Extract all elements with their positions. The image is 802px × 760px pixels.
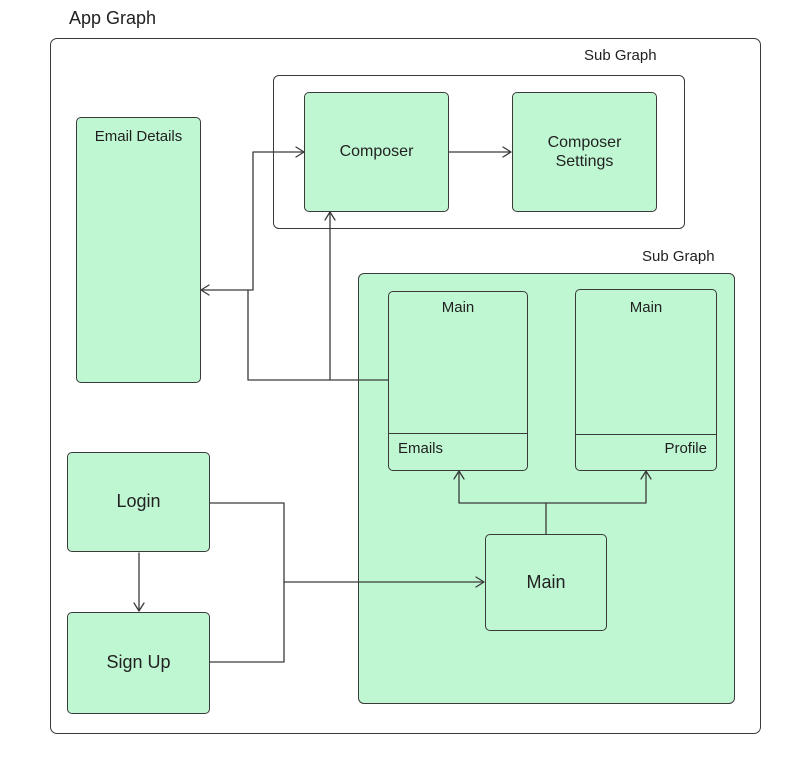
arrowhead-composer-left [295,146,305,158]
node-main-emails-divider [389,433,527,434]
node-composer-settings-label-line1: Composer [547,133,622,151]
node-login-label: Login [116,491,161,512]
node-login[interactable]: Login [67,452,210,552]
node-main-profile-footer: Profile [664,440,707,457]
node-main-emails-title: Main [441,299,475,316]
edge-main-to-profile [545,471,647,504]
arrowhead-main [475,576,485,588]
node-composer-settings[interactable]: Composer Settings [512,92,657,212]
subgraph-main-label: Sub Graph [642,248,715,265]
node-composer-settings-label-line2: Settings [555,153,614,170]
edge-main-to-emails [458,471,547,504]
node-main-label: Main [526,571,566,592]
node-sign-up[interactable]: Sign Up [67,612,210,714]
edge-emails-to-composer [329,212,389,381]
node-main-profile[interactable]: Main Profile [575,289,717,471]
node-main-emails-footer: Emails [398,440,444,457]
app-graph-container [50,38,761,734]
arrowhead-profile [640,470,652,480]
edge-branch-to-composer [247,151,304,291]
arrowhead-signup [133,602,145,612]
arrowhead-email-details [200,284,210,296]
node-main-profile-title: Main [629,299,663,316]
node-composer[interactable]: Composer [304,92,449,212]
edge-emails-to-email-details [201,289,331,381]
node-main-emails[interactable]: Main Emails [388,291,528,471]
node-main-profile-divider [576,434,716,435]
arrowhead-settings [502,146,512,158]
node-main[interactable]: Main [485,534,607,631]
node-composer-label: Composer [339,143,414,161]
arrowhead-emails [453,470,465,480]
edge-signup-to-main [209,581,285,663]
node-email-details-label: Email Details [94,128,183,145]
arrowhead-composer-bottom [324,211,336,221]
subgraph-top-label: Sub Graph [584,47,657,64]
app-graph-title: App Graph [69,8,157,28]
node-email-details[interactable]: Email Details [76,117,201,383]
node-sign-up-label: Sign Up [106,652,171,673]
edge-login-to-main [209,502,484,583]
